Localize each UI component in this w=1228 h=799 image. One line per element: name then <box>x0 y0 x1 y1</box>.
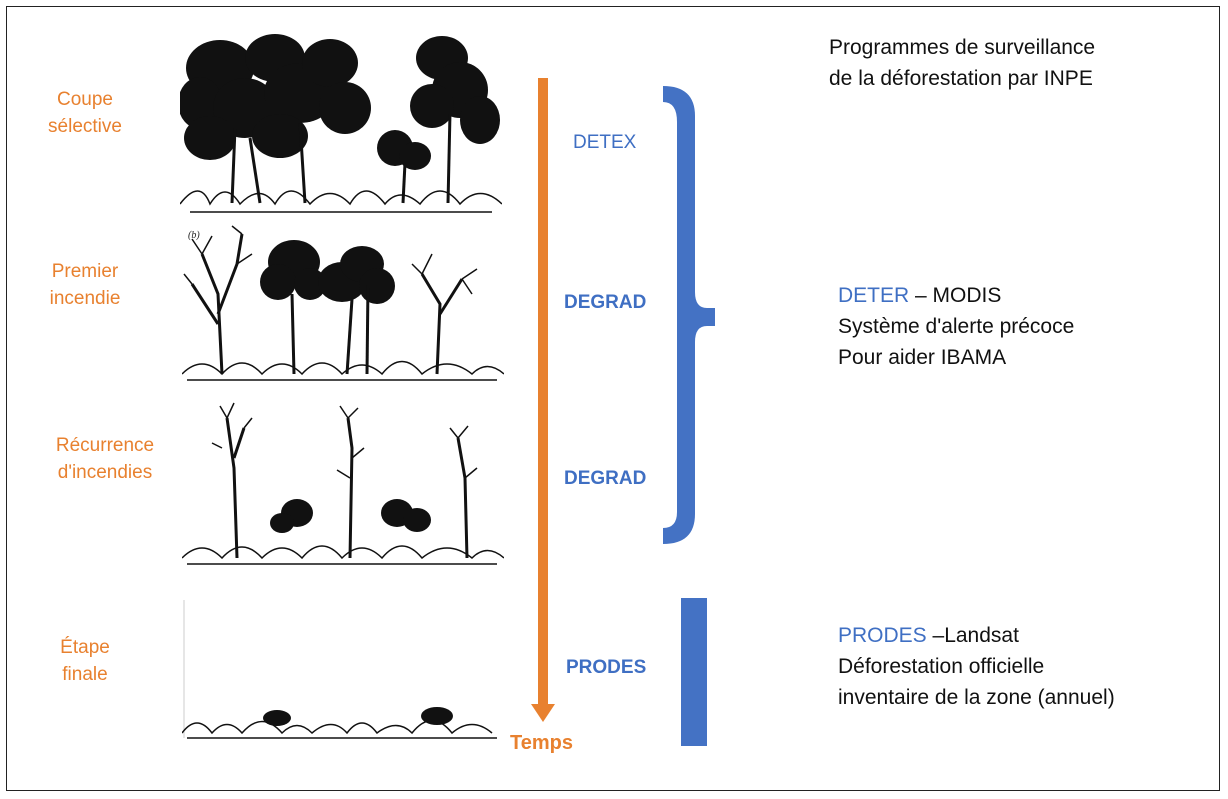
stage-label-line: d'incendies <box>57 462 153 483</box>
stage-label-line: incendie <box>49 288 121 309</box>
stage-label-final-stage: Étape finale <box>20 634 150 688</box>
stage-label-line: Étape <box>60 637 110 658</box>
stage-label-recurrent-fires: Récurrence d'incendies <box>40 432 170 486</box>
program-label-degrad-2: DEGRAD <box>564 468 647 489</box>
deter-description: DETER – MODIS Système d'alerte précoce P… <box>838 280 1074 373</box>
deter-name: DETER <box>838 284 910 307</box>
stage-label-line: Premier <box>51 261 119 282</box>
program-label-detex: DETEX <box>573 132 637 153</box>
program-label-prodes: PRODES <box>566 657 647 678</box>
deter-line-3: Pour aider IBAMA <box>838 346 1007 369</box>
stage-label-line: Coupe <box>57 89 113 110</box>
deter-line-2: Système d'alerte précoce <box>838 315 1075 338</box>
deter-line-1: DETER – MODIS <box>838 280 1074 311</box>
prodes-line-2: Déforestation officielle <box>838 655 1045 678</box>
title-line: de la déforestation par INPE <box>829 67 1093 90</box>
time-arrow <box>531 78 555 722</box>
forest-illustration-first-fire: (b) <box>182 224 504 384</box>
diagram-title: Programmes de surveillance de la défores… <box>829 32 1095 94</box>
forest-illustration-selective-logging <box>180 28 502 214</box>
stage-label-line: sélective <box>48 116 122 137</box>
title-line: Programmes de surveillance <box>829 36 1096 59</box>
prodes-bar <box>681 598 707 746</box>
deter-sensor: – MODIS <box>909 284 1002 307</box>
deter-bracket <box>663 86 715 544</box>
forest-illustration-final-stage <box>182 598 504 742</box>
time-axis-label: Temps <box>510 732 573 754</box>
prodes-sensor: –Landsat <box>926 624 1019 647</box>
stage-label-line: Récurrence <box>55 435 155 456</box>
stage-label-selective-logging: Coupe sélective <box>20 86 150 140</box>
program-label-degrad-1: DEGRAD <box>564 292 647 313</box>
panel-marker-b: (b) <box>188 230 200 241</box>
prodes-name: PRODES <box>838 624 927 647</box>
prodes-description: PRODES –Landsat Déforestation officielle… <box>838 620 1115 713</box>
prodes-line-1: PRODES –Landsat <box>838 620 1115 651</box>
forest-illustration-recurrent-fires <box>182 398 504 568</box>
stage-label-line: finale <box>62 664 108 685</box>
stage-label-first-fire: Premier incendie <box>20 258 150 312</box>
prodes-line-3: inventaire de la zone (annuel) <box>838 686 1115 709</box>
